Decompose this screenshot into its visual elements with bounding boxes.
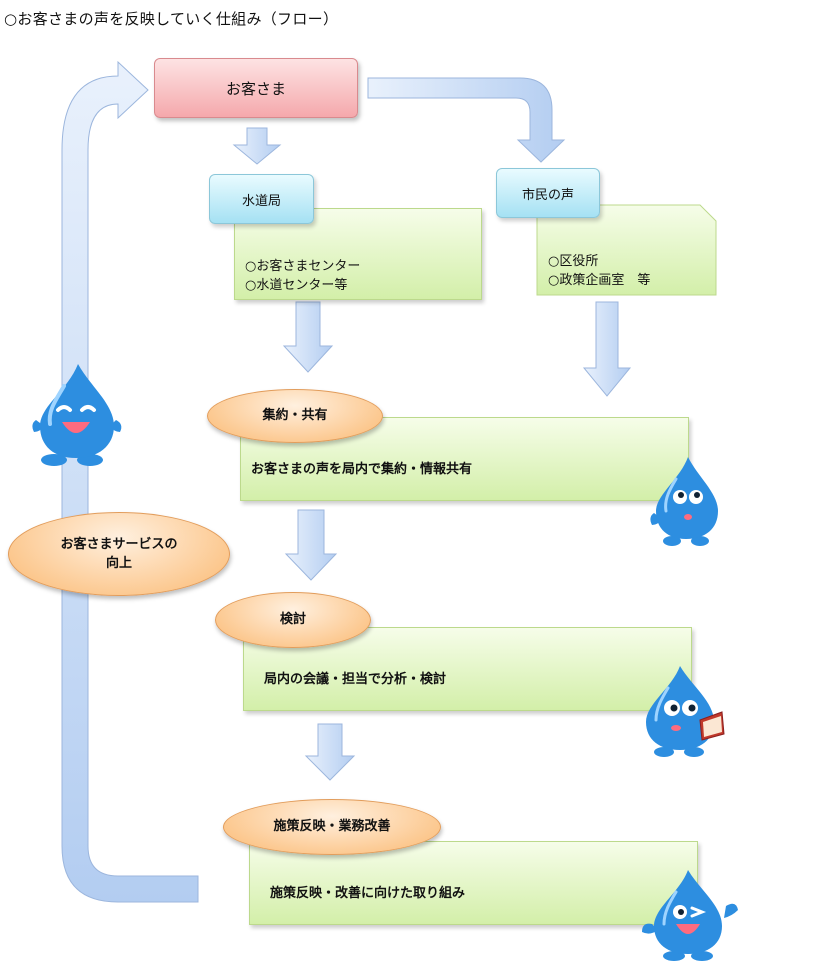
citizen-channels-shape — [536, 204, 717, 296]
down-arrow-2 — [282, 301, 334, 373]
customer-label: お客さま — [225, 79, 286, 98]
water-drop-mascot-smiling-icon — [32, 364, 122, 466]
policy-text: 施策反映・改善に向けた取り組み — [270, 886, 466, 901]
citizen-voice-label: 市民の声 — [521, 187, 574, 203]
review-step-label: 検討 — [279, 612, 306, 628]
citizen-voice-box: 市民の声 — [496, 168, 600, 218]
down-arrow-5 — [304, 723, 356, 781]
water-drop-mascot-reading-icon — [646, 666, 725, 757]
review-step-oval: 検討 — [215, 592, 371, 648]
down-arrow-3 — [582, 301, 632, 397]
customer-box: お客さま — [154, 58, 358, 118]
citizen-channel-item: ○政策企画室 等 — [548, 273, 651, 288]
collect-text: お客さまの声を局内で集約・情報共有 — [251, 462, 473, 477]
collect-step-oval: 集約・共有 — [207, 389, 383, 443]
down-arrow-4 — [284, 509, 338, 581]
review-text: 局内の会議・担当で分析・検討 — [264, 672, 447, 687]
water-drop-mascot-winking-icon — [642, 870, 738, 961]
bureau-channel-item: ○水道センター等 — [245, 278, 348, 293]
collect-step-label: 集約・共有 — [262, 408, 328, 424]
curved-arrow-to-citizen — [367, 77, 566, 163]
down-arrow-1 — [232, 127, 282, 165]
policy-step-oval: 施策反映・業務改善 — [223, 799, 441, 855]
policy-content-box: 施策反映・改善に向けた取り組み — [249, 841, 698, 925]
service-label-line1: お客さまサービスの — [60, 536, 178, 552]
water-drop-mascot-looking-up-icon — [650, 457, 718, 546]
policy-step-label: 施策反映・業務改善 — [273, 819, 391, 835]
service-label-line2: 向上 — [105, 556, 132, 571]
water-bureau-box: 水道局 — [209, 174, 314, 224]
water-bureau-label: 水道局 — [241, 193, 281, 209]
citizen-channels-box: ○区役所 ○政策企画室 等 — [548, 252, 650, 290]
page-title: ○お客さまの声を反映していく仕組み（フロー） — [4, 10, 339, 28]
bureau-channel-item: ○お客さまセンター — [245, 259, 361, 274]
citizen-channel-item: ○区役所 — [548, 254, 599, 269]
service-improvement-oval: お客さまサービスの 向上 — [8, 512, 230, 596]
feedback-loop-arrow — [61, 60, 199, 903]
